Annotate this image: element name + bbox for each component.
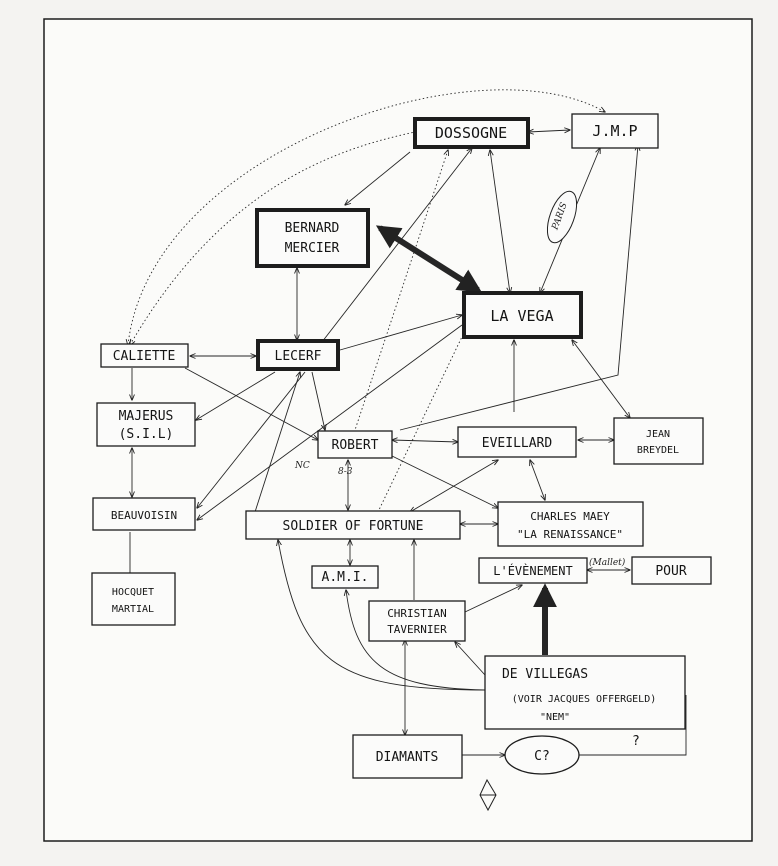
edge-dossogne-jmp [528,130,570,132]
edge-dossogne-robert [354,150,448,431]
nc-annotation: NC [294,461,310,471]
edge-lecerf-dossogne [321,148,472,343]
node-label: BREYDEL [637,445,679,456]
node-lavega: LA VEGA [462,291,583,339]
node-label: TAVERNIER [387,623,447,636]
edge-dossogne-mercier [345,151,411,205]
node-label: LA VEGA [490,307,553,325]
edge-lavega-beauvoisin [197,324,463,520]
edge-lecerf-majerus [196,371,276,420]
diamond-icon [479,778,497,812]
node-jmp: J.M.P [571,113,659,149]
node-mercier: BERNARD MERCIER [255,208,370,268]
eight-three-annotation: 8-3 [338,467,353,477]
node-label: "NEM" [540,712,570,723]
edge-robert-eveillard [392,440,458,442]
node-label: MERCIER [285,241,340,256]
node-beauvoisin: BEAUVOISIN [92,497,196,531]
edge-villegas-soldier [278,540,486,691]
edge-villegas-tavernier [455,642,486,676]
edge-lecerf-robert [311,371,325,430]
node-label: POUR [655,564,686,579]
node-label: "LA RENAISSANCE" [517,528,623,541]
node-label: MARTIAL [112,604,154,615]
node-robert: ROBERT [317,430,393,459]
edge-lecerf-soldier [254,372,300,513]
edge-villegas-ami [346,590,486,691]
node-tavernier: CHRISTIAN TAVERNIER [368,600,466,642]
edge-tavernier-evenement [464,585,522,613]
node-label: DOSSOGNE [435,124,507,142]
node-pour: POUR [631,556,712,585]
edge-lavega-breydel [572,340,630,418]
node-label: DE VILLEGAS [502,667,588,682]
node-label: L'ÉVÈNEMENT [493,563,572,578]
node-label: (S.I.L) [119,427,174,442]
node-label: (VOIR JACQUES OFFERGELD) [512,694,657,705]
node-label: SOLDIER OF FORTUNE [283,519,424,534]
question-mark: ? [632,734,640,749]
node-label: LECERF [275,349,322,364]
node-breydel: JEAN BREYDEL [613,417,704,465]
node-label: JEAN [646,429,670,440]
node-label: EVEILLARD [482,436,553,451]
node-ami: A.M.I. [311,565,379,589]
node-hocquet: HOCQUET MARTIAL [91,572,176,626]
edge-caliette-jmp [128,89,605,345]
edge-caliette-robert [184,367,318,440]
node-label: C? [534,749,550,764]
edges [128,89,687,756]
node-majerus: MAJERUS (S.I.L) [96,402,196,447]
edge-lavega-soldier [377,320,470,513]
node-label: HOCQUET [112,587,154,598]
mallet-annotation: (Mallet) [589,557,626,568]
node-eveillard: EVEILLARD [457,426,577,458]
edge-cq-villegas [578,695,687,756]
nodes: J.M.P DOSSOGNE BERNARD MERCIER LA VEGA C… [91,113,712,779]
node-lecerf: LECERF [256,339,340,371]
edge-lecerf-beauvoisin [197,371,306,508]
node-label: CALIETTE [113,349,176,364]
node-label: BERNARD [285,221,340,236]
node-label: CHARLES MAEY [530,510,610,523]
edge-dossogne-lavega [490,150,510,293]
node-label: ROBERT [332,438,379,453]
node-evenement: L'ÉVÈNEMENT [478,557,588,584]
node-charles: CHARLES MAEY "LA RENAISSANCE" [497,501,644,547]
paris-oval: PARIS [546,190,578,244]
node-soldier: SOLDIER OF FORTUNE [245,510,461,540]
node-label: MAJERUS [119,409,174,424]
edge-eveillard-charles [530,460,545,500]
node-dossogne: DOSSOGNE [413,117,530,149]
node-label: CHRISTIAN [387,607,447,620]
annotations: PARIS ? NC 8-3 (Mallet) [294,190,640,812]
node-cq: C? [504,735,580,775]
edge-eveillard-soldier [410,460,498,512]
node-caliette: CALIETTE [100,343,189,368]
edge-mercier-lavega [375,225,483,293]
node-villegas: DE VILLEGAS (VOIR JACQUES OFFERGELD) "NE… [484,655,686,730]
node-label: BEAUVOISIN [111,509,177,522]
edge-lecerf-lavega [339,315,462,351]
node-diamants: DIAMANTS [352,734,463,779]
node-label: A.M.I. [322,570,369,585]
node-label: J.M.P [592,122,637,140]
node-label: DIAMANTS [376,750,439,765]
